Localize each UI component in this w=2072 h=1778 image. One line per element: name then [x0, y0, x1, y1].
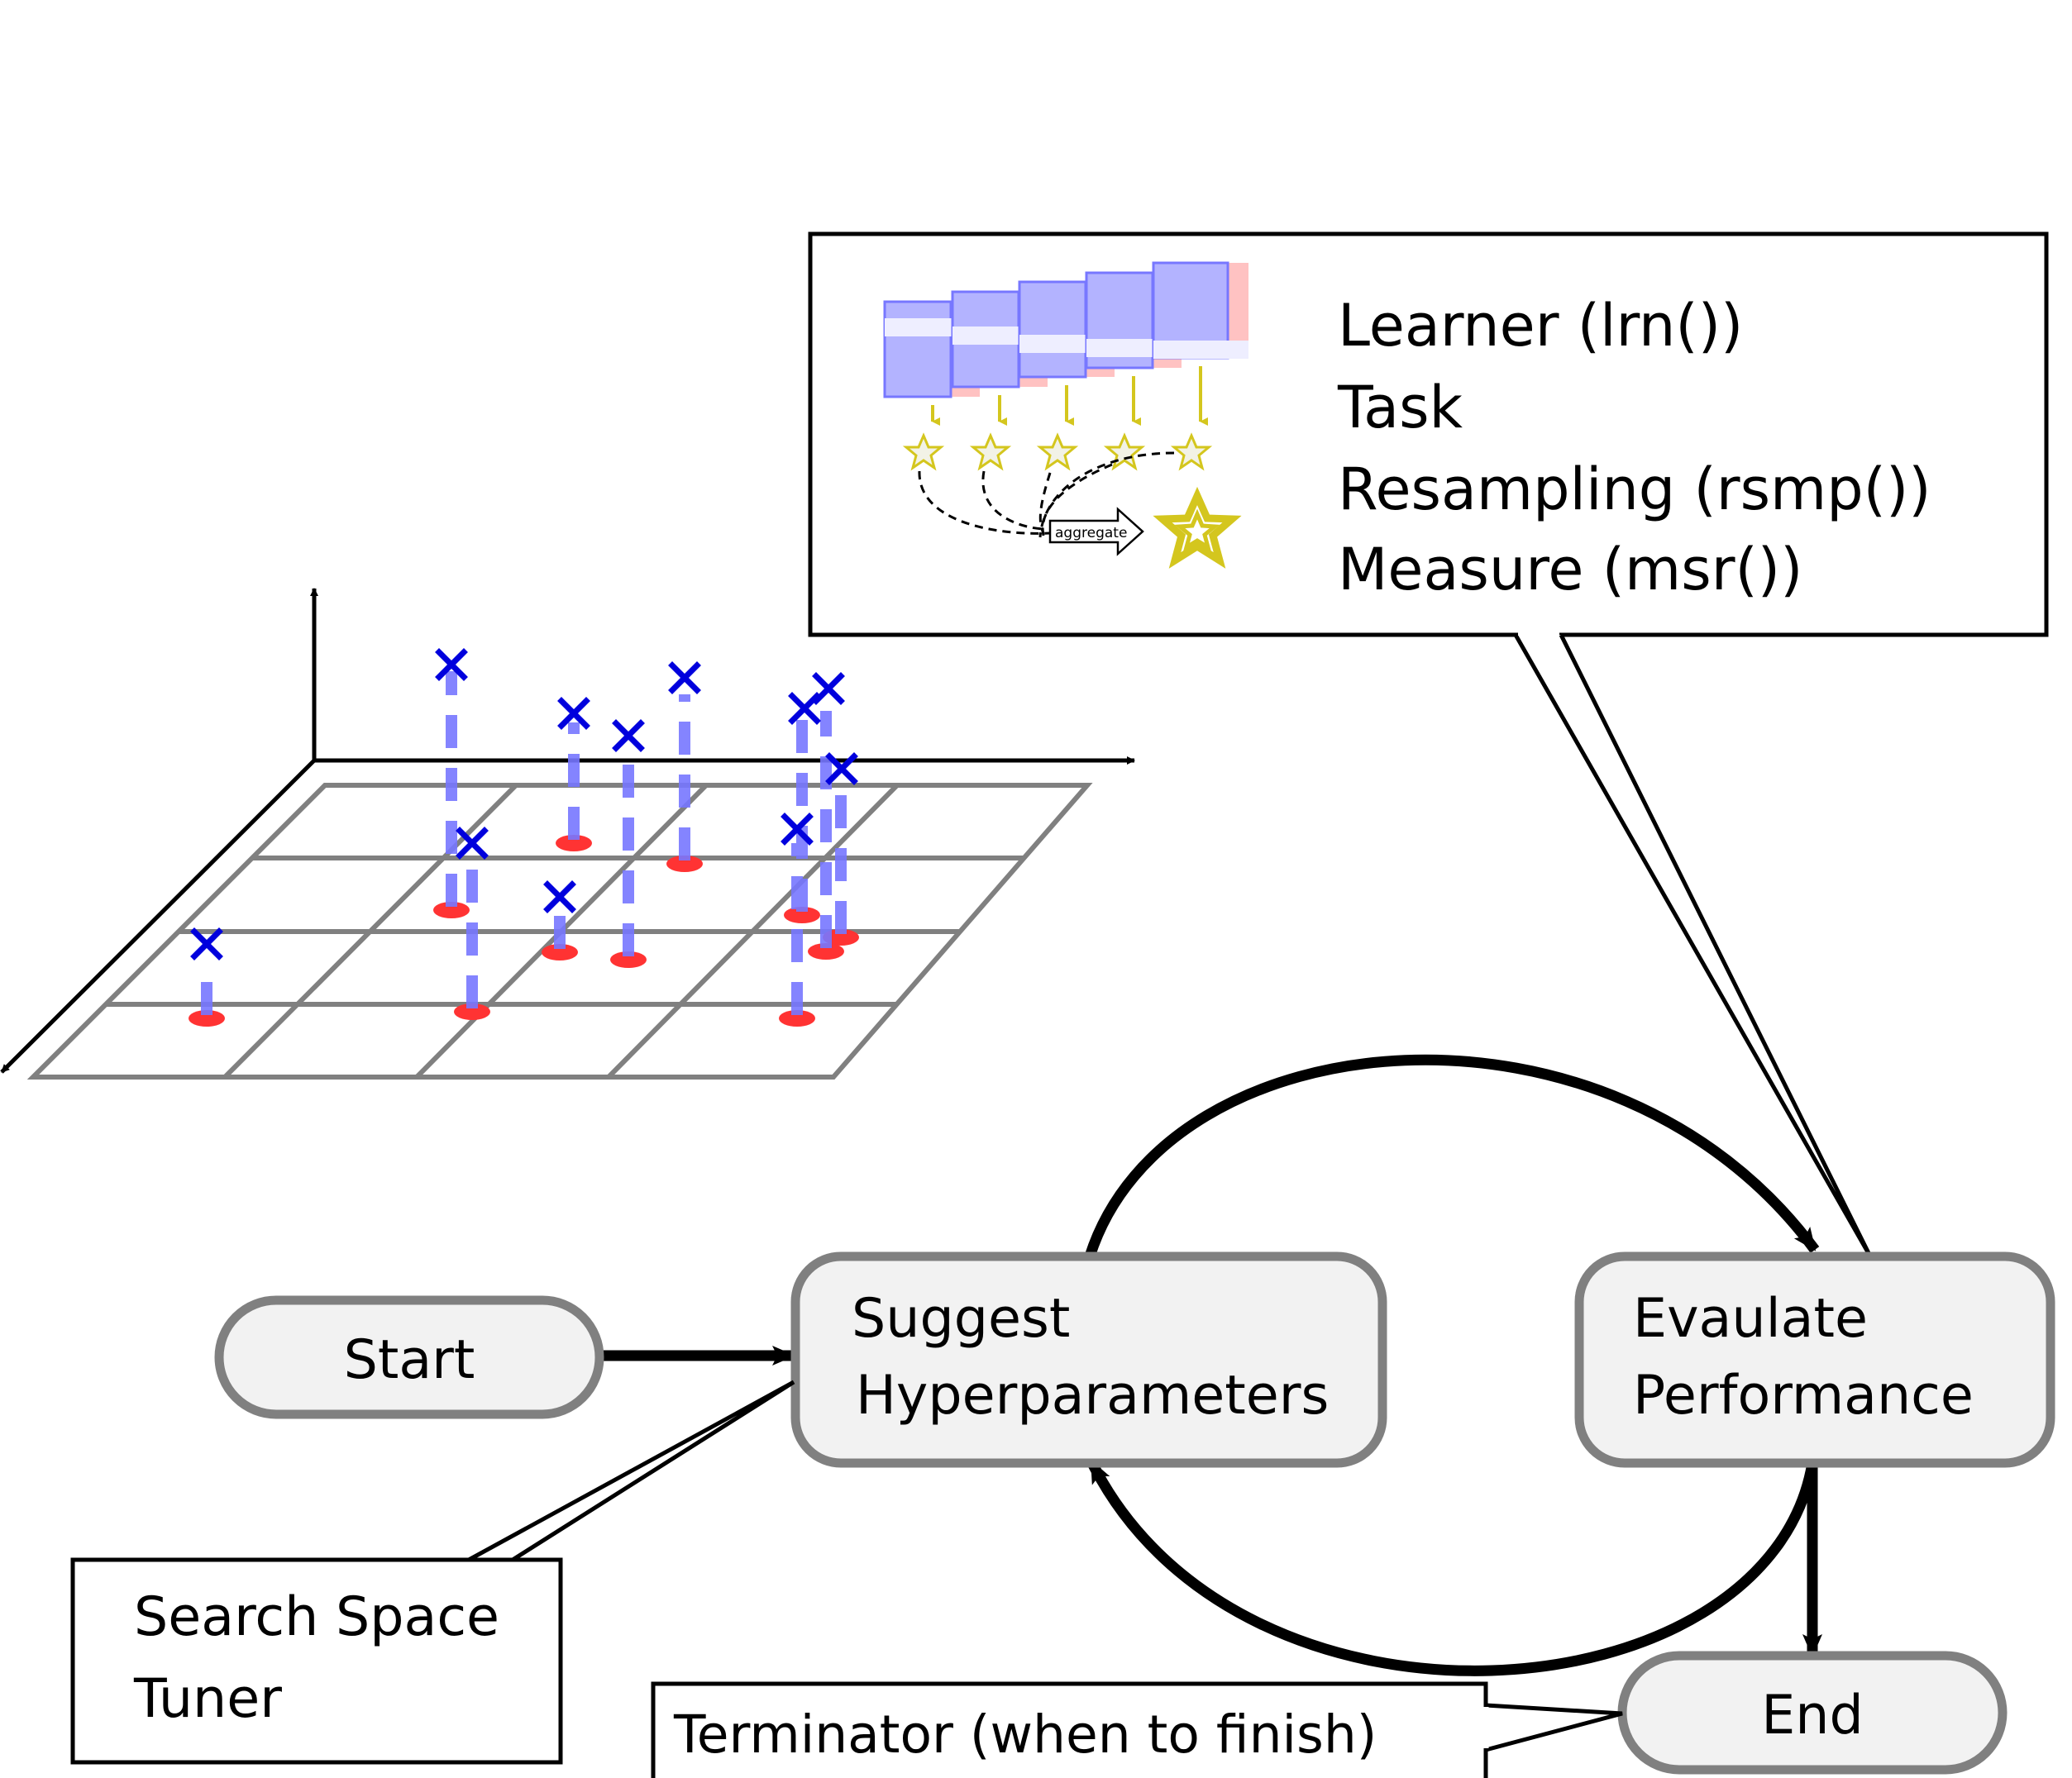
resampling-callout-tail — [1513, 633, 1873, 1258]
evaluate-label-line1: Evaulate — [1633, 1288, 1868, 1350]
plot-axis-depth — [0, 759, 316, 1074]
suggest-hyperparameters-node: Suggest Hyperparameters — [790, 1251, 1387, 1468]
callout-learner: Learner (lrn()) — [1338, 292, 1743, 360]
start-node: Start — [214, 1295, 604, 1419]
start-label: Start — [344, 1329, 475, 1391]
evaluate-to-suggest-arrow — [1086, 1459, 1818, 1676]
callout-task: Task — [1337, 374, 1463, 441]
x-marker-icon — [825, 752, 858, 785]
suggest-label-line1: Suggest — [852, 1288, 1070, 1350]
suggest-to-evaluate-arrow — [1084, 1054, 1820, 1258]
tuner-label: Tuner — [133, 1668, 282, 1730]
resampling-illustration: aggregate — [883, 261, 1248, 569]
parameter-grid — [26, 783, 1093, 1080]
search-space-label: Search Space — [134, 1586, 499, 1648]
x-marker-icon — [456, 827, 489, 860]
aggregated-star-icon — [1153, 486, 1242, 569]
fold-arrows — [931, 366, 1208, 426]
grid-point — [542, 944, 578, 961]
evaluation-markers — [190, 648, 858, 961]
x-marker-icon — [190, 927, 223, 961]
x-marker-icon — [788, 692, 821, 725]
x-marker-icon — [543, 880, 576, 913]
grid-point — [779, 1010, 815, 1027]
evaluate-label-line2: Performance — [1633, 1365, 1974, 1427]
search-space-plot — [0, 588, 1135, 1080]
terminator-label: Terminator (when to finish) — [673, 1704, 1377, 1765]
star-icon — [902, 432, 945, 471]
resampling-callout: aggregate Learner (lrn()) Task Resamplin… — [808, 231, 2049, 1258]
star-icon — [1036, 432, 1079, 471]
terminator-callout: Terminator (when to finish) — [651, 1681, 1623, 1778]
aggregate-label: aggregate — [1055, 525, 1127, 541]
search-space-callout-tail — [467, 1380, 795, 1562]
grid-point — [556, 835, 592, 851]
grid-point — [666, 856, 703, 872]
star-icon — [1170, 432, 1213, 471]
x-marker-icon — [781, 813, 814, 846]
value-stems — [201, 671, 847, 1015]
grid-point — [433, 902, 470, 918]
aggregate-arrow: aggregate — [1048, 507, 1144, 556]
search-space-callout: Search Space Tuner — [70, 1380, 795, 1765]
end-node: End — [1617, 1651, 2008, 1775]
grid-point — [189, 1010, 225, 1027]
grid-point — [610, 951, 647, 968]
search-space-callout-box — [70, 1557, 563, 1765]
x-marker-icon — [557, 697, 590, 730]
grid-point — [808, 943, 844, 960]
end-label: End — [1761, 1685, 1864, 1747]
terminator-callout-box — [651, 1681, 1488, 1778]
x-marker-icon — [435, 648, 468, 681]
x-marker-icon — [668, 661, 701, 694]
flow-arrows — [604, 1054, 1822, 1676]
star-icon — [1103, 432, 1146, 471]
suggest-label-line2: Hyperparameters — [856, 1365, 1329, 1427]
x-marker-icon — [812, 672, 845, 705]
x-marker-icon — [612, 719, 645, 752]
data-table-icon — [1152, 261, 1248, 360]
grid-point — [784, 907, 820, 923]
aggregate-dashes — [918, 451, 1175, 538]
star-icon — [969, 432, 1012, 471]
callout-measure: Measure (msr()) — [1338, 536, 1802, 603]
evaluate-performance-node: Evaulate Performance — [1574, 1251, 2055, 1468]
terminator-callout-tail — [1485, 1703, 1623, 1752]
callout-resampling: Resampling (rsmp()) — [1338, 455, 1931, 523]
grid-point — [454, 1003, 490, 1020]
